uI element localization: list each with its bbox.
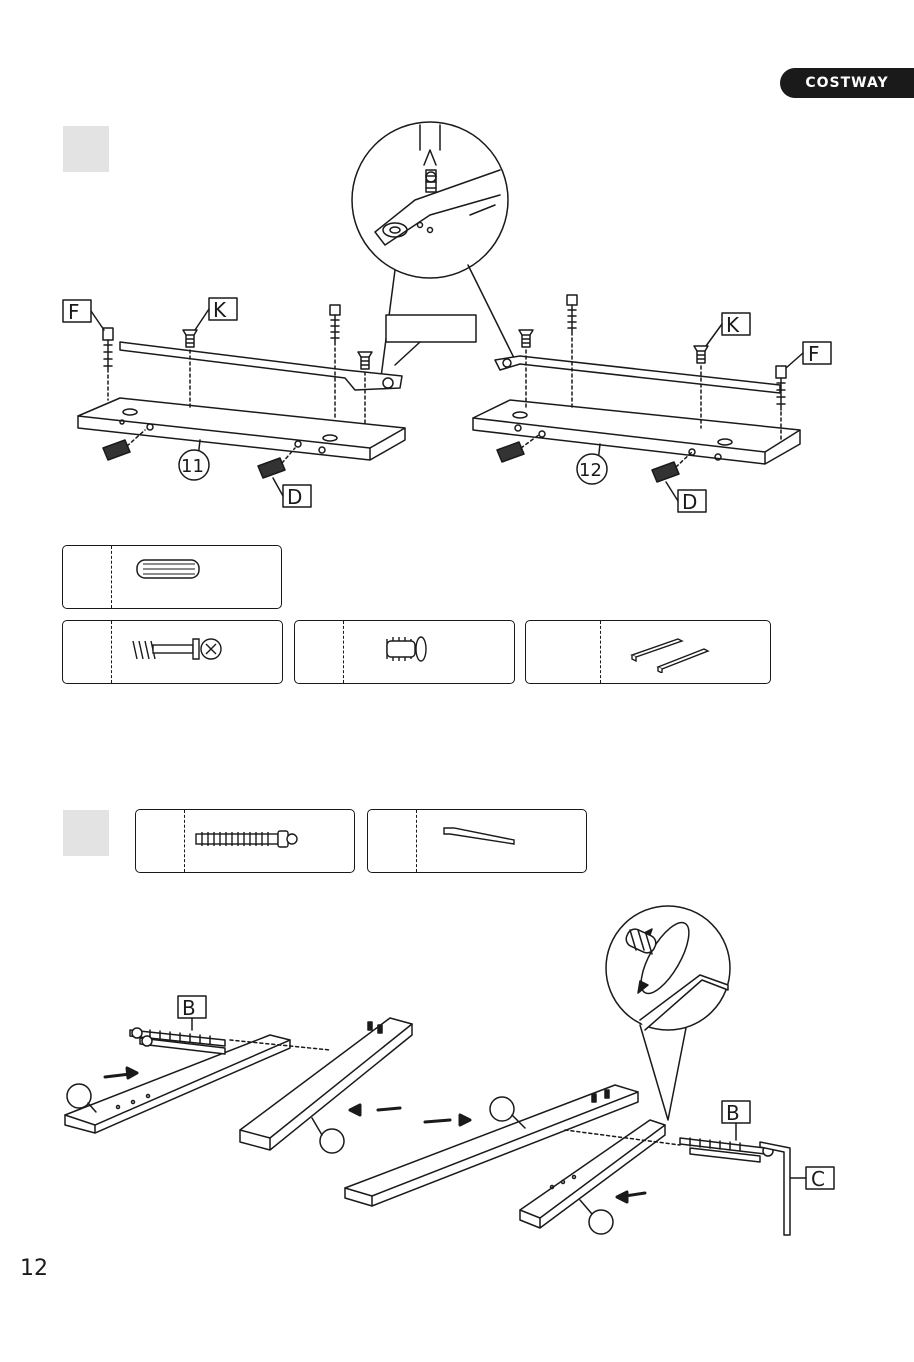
- screw-F-left: [103, 328, 113, 400]
- screw-K-left: [183, 330, 197, 410]
- part-label-D-right: D: [682, 490, 697, 514]
- screw-cam-left: [330, 305, 340, 420]
- panel-number-circle-step2-1: [67, 1084, 91, 1108]
- screw-icon: [383, 631, 443, 667]
- part-box-slide-rail: [525, 620, 771, 684]
- part-label-D-left: D: [287, 485, 302, 509]
- screw-right-1: [519, 330, 533, 408]
- part-label-B-right: B: [726, 1101, 740, 1125]
- screw-cam-right: [567, 295, 577, 408]
- beam-right-inner: [520, 1120, 665, 1228]
- part-box-long-bolt: [135, 809, 355, 873]
- part-box-screw: [294, 620, 515, 684]
- right-slide-rail: [495, 356, 780, 393]
- bolt-B-right: [680, 1138, 773, 1162]
- bolt-B-left: [130, 1028, 225, 1054]
- part-box-hex-key: [367, 809, 587, 873]
- cam-bolt-icon: [129, 629, 229, 669]
- hex-key-icon: [442, 824, 522, 854]
- page-number: 12: [20, 1256, 48, 1281]
- dowel-D-right-1: [497, 434, 540, 462]
- part-label-B-left: B: [182, 996, 196, 1020]
- left-slide-rail: [120, 342, 402, 390]
- part-label-C: C: [811, 1167, 825, 1191]
- part-label-K-right: K: [726, 313, 740, 337]
- screw-K-right: [694, 346, 708, 428]
- dowel-D-right-2: [652, 452, 692, 482]
- dowel-D-left-2: [258, 448, 295, 478]
- slide-rail-icon: [628, 627, 718, 673]
- panel-number-circle-step2-2: [320, 1129, 344, 1153]
- part-box-cam-bolt: [62, 620, 283, 684]
- panel-number-11: 11: [181, 456, 204, 477]
- dowel-icon: [135, 554, 215, 584]
- panel-number-12: 12: [579, 460, 602, 481]
- zoom-pointer-line-right: [468, 265, 515, 360]
- part-label-F-left: F: [68, 300, 80, 324]
- hex-key-C: [760, 1142, 790, 1235]
- part-box-dowel: [62, 545, 282, 609]
- part-label-F-right: F: [808, 342, 820, 366]
- zoom-detail-circle-2: [606, 906, 730, 1030]
- panel-number-circle-step2-3: [490, 1097, 514, 1121]
- long-bolt-icon: [194, 826, 304, 856]
- part-label-K-left: K: [213, 298, 227, 322]
- callout-box: [386, 315, 476, 342]
